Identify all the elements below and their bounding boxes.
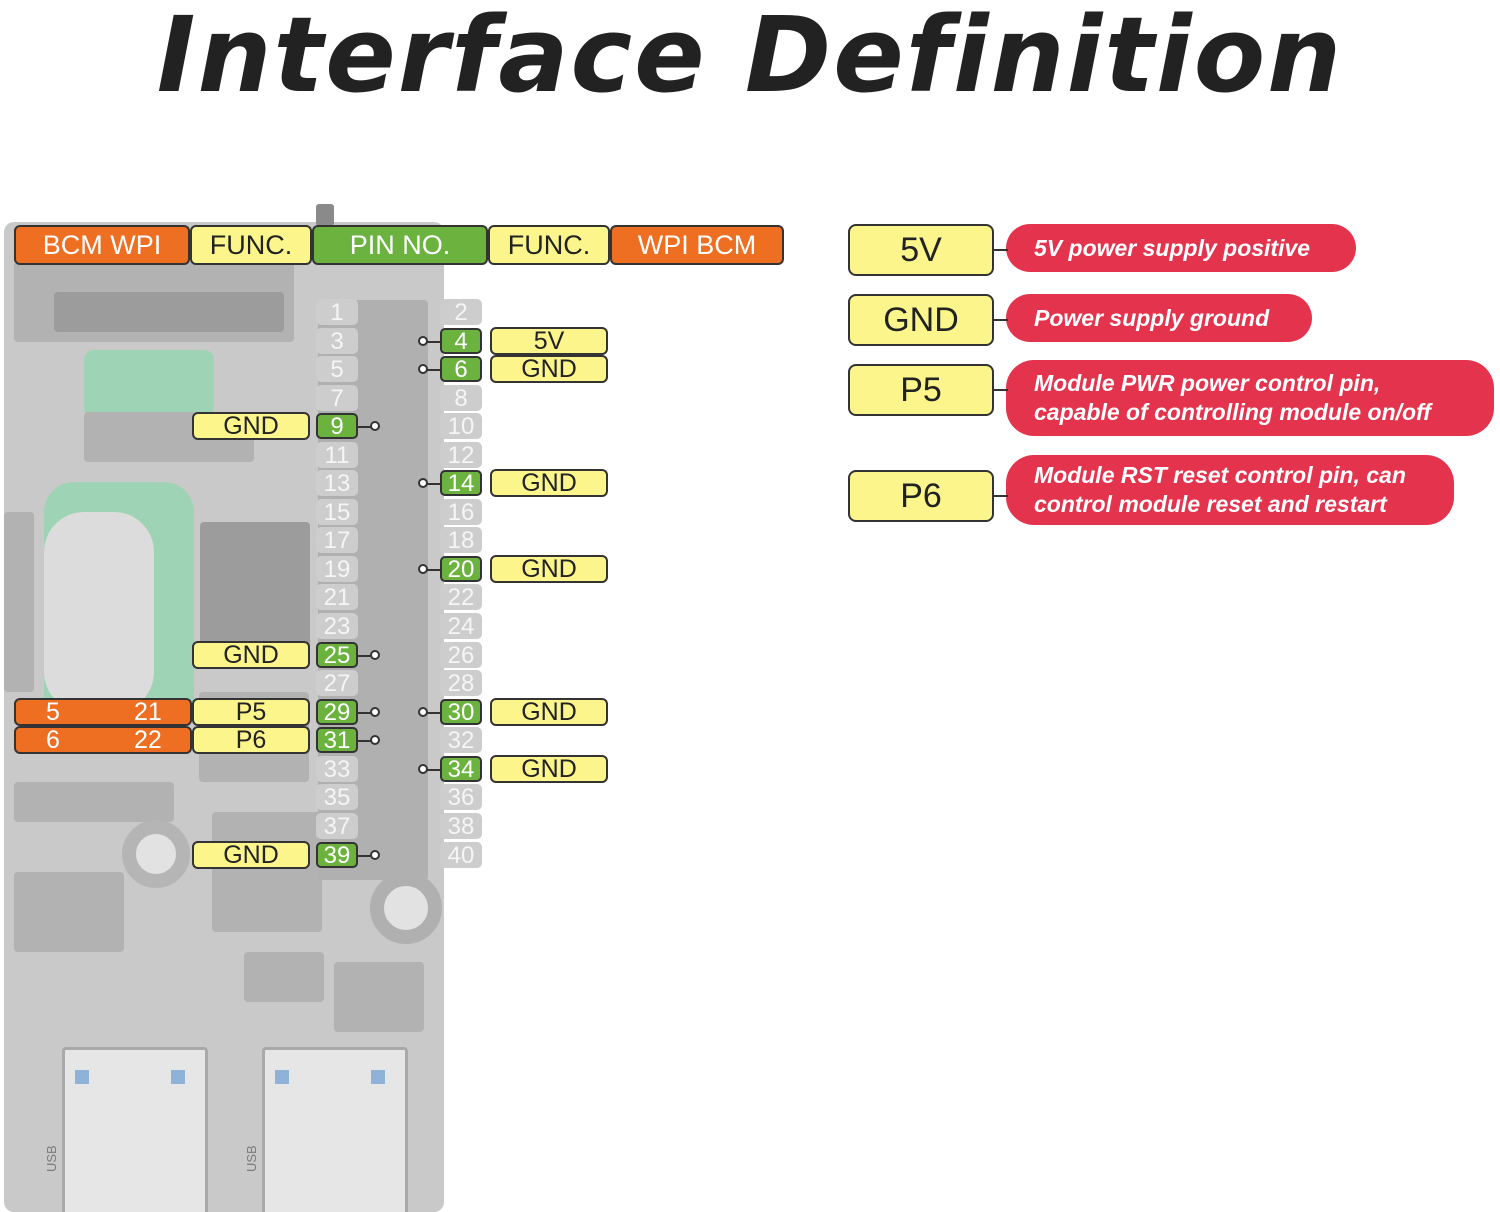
legend-desc-gnd: Power supply ground — [1006, 294, 1312, 342]
func-pin-31: P6 — [192, 726, 310, 754]
pin-4: 4 — [440, 328, 482, 354]
pin-35: 35 — [316, 784, 358, 810]
func-pin-29: P5 — [192, 698, 310, 726]
board-switch — [316, 204, 334, 226]
header-func-left: FUNC. — [190, 225, 312, 265]
pin-22: 22 — [440, 584, 482, 610]
pin-5: 5 — [316, 356, 358, 382]
header-bcm-wpi-left: BCM WPI — [14, 225, 190, 265]
legend-desc-5v: 5V power supply positive — [1006, 224, 1356, 272]
pin-14-dot — [418, 478, 428, 488]
bcm-pin-29: 5 — [46, 698, 60, 726]
pin-30-dot — [418, 707, 428, 717]
func-pin-4: 5V — [490, 327, 608, 355]
pin-31-dot — [370, 735, 380, 745]
pin-14: 14 — [440, 470, 482, 496]
pin-38: 38 — [440, 813, 482, 839]
pin-29: 29 — [316, 699, 358, 725]
func-pin-9: GND — [192, 412, 310, 440]
legend-desc-p5: Module PWR power control pin, capable of… — [1006, 360, 1494, 436]
func-pin-20: GND — [490, 555, 608, 583]
pin-28: 28 — [440, 670, 482, 696]
legend-desc-p6: Module RST reset control pin, can contro… — [1006, 455, 1454, 525]
legend-key-5v: 5V — [848, 224, 994, 276]
pin-10: 10 — [440, 413, 482, 439]
bcm-pin-31: 6 — [46, 726, 60, 754]
pin-34-dot — [418, 764, 428, 774]
pin-11: 11 — [316, 442, 358, 468]
func-pin-39: GND — [192, 841, 310, 869]
pin-17: 17 — [316, 527, 358, 553]
func-pin-34: GND — [490, 755, 608, 783]
pin-29-dot — [370, 707, 380, 717]
pin-20-dot — [418, 564, 428, 574]
pin-39-dot — [370, 850, 380, 860]
header-wpi-bcm-right: WPI BCM — [610, 225, 784, 265]
pin-13: 13 — [316, 470, 358, 496]
legend-key-p6: P6 — [848, 470, 994, 522]
pin-12: 12 — [440, 442, 482, 468]
pin-32: 32 — [440, 727, 482, 753]
func-pin-6: GND — [490, 355, 608, 383]
pin-36: 36 — [440, 784, 482, 810]
page-title: Interface Definition — [156, 0, 1344, 116]
pin-21: 21 — [316, 584, 358, 610]
pin-4-dot — [418, 336, 428, 346]
func-pin-30: GND — [490, 698, 608, 726]
header-func-right: FUNC. — [488, 225, 610, 265]
pin-6-dot — [418, 364, 428, 374]
pin-25-dot — [370, 650, 380, 660]
pin-9-dot — [370, 421, 380, 431]
pin-19: 19 — [316, 556, 358, 582]
func-pin-14: GND — [490, 469, 608, 497]
pin-3: 3 — [316, 328, 358, 354]
pin-26: 26 — [440, 642, 482, 668]
pin-40: 40 — [440, 842, 482, 868]
pin-27: 27 — [316, 670, 358, 696]
usb-label-2: USB — [244, 1145, 259, 1172]
pin-31: 31 — [316, 727, 358, 753]
pin-18: 18 — [440, 527, 482, 553]
usb-label-1: USB — [44, 1145, 59, 1172]
pin-16: 16 — [440, 499, 482, 525]
pin-15: 15 — [316, 499, 358, 525]
legend-key-gnd: GND — [848, 294, 994, 346]
pin-7: 7 — [316, 385, 358, 411]
pin-20: 20 — [440, 556, 482, 582]
wpi-pin-31: 22 — [134, 726, 162, 754]
pin-6: 6 — [440, 356, 482, 382]
pin-23: 23 — [316, 613, 358, 639]
pin-2: 2 — [440, 299, 482, 325]
bcm-wpi-row-pin-31: 6 22 — [14, 726, 192, 754]
bcm-wpi-row-pin-29: 5 21 — [14, 698, 192, 726]
pin-34: 34 — [440, 756, 482, 782]
func-pin-25: GND — [192, 641, 310, 669]
pin-8: 8 — [440, 385, 482, 411]
pin-33: 33 — [316, 756, 358, 782]
header-pin-no: PIN NO. — [312, 225, 488, 265]
pin-9: 9 — [316, 413, 358, 439]
pin-37: 37 — [316, 813, 358, 839]
pin-24: 24 — [440, 613, 482, 639]
wpi-pin-29: 21 — [134, 698, 162, 726]
legend-key-p5: P5 — [848, 364, 994, 416]
pin-25: 25 — [316, 642, 358, 668]
pin-39: 39 — [316, 842, 358, 868]
pin-30: 30 — [440, 699, 482, 725]
pin-1: 1 — [316, 299, 358, 325]
